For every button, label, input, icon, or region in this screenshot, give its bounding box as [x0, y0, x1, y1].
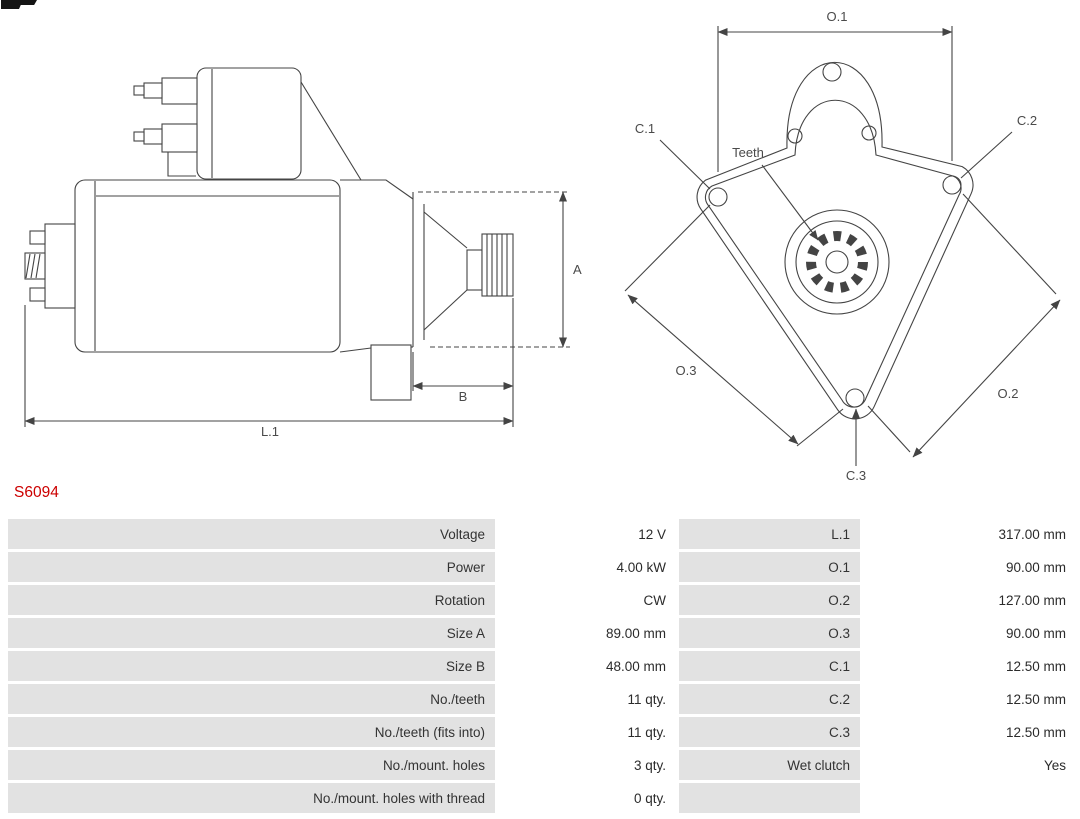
mount-hole-c2: [942, 175, 962, 195]
spec-label: No./mount. holes: [8, 750, 495, 780]
arch-right-boss: [861, 125, 877, 141]
spec-row: No./teeth 11 qty. C.2 12.50 mm: [8, 684, 1076, 714]
spec-value: 89.00 mm: [498, 618, 676, 648]
spec-value: 11 qty.: [498, 717, 676, 747]
spec-value: 11 qty.: [498, 684, 676, 714]
spec-label: Wet clutch: [679, 750, 860, 780]
spec-value: 12 V: [498, 519, 676, 549]
spec-value: 12.50 mm: [863, 684, 1076, 714]
spec-value: 127.00 mm: [863, 585, 1076, 615]
spec-value: [863, 783, 1076, 813]
spec-row: Power 4.00 kW O.1 90.00 mm: [8, 552, 1076, 582]
arch-left-boss: [787, 128, 803, 144]
flange-outline: [696, 62, 974, 420]
spec-row: No./mount. holes 3 qty. Wet clutch Yes: [8, 750, 1076, 780]
dimension-a: [418, 191, 570, 348]
spec-label: L.1: [679, 519, 860, 549]
spec-value: 12.50 mm: [863, 651, 1076, 681]
solenoid: [133, 67, 362, 181]
spec-value: 4.00 kW: [498, 552, 676, 582]
spec-label: O.1: [679, 552, 860, 582]
spec-value: 48.00 mm: [498, 651, 676, 681]
spline-teeth: [806, 231, 868, 293]
part-number: S6094: [14, 484, 59, 501]
spec-label: O.3: [679, 618, 860, 648]
spec-label: Size B: [8, 651, 495, 681]
dimension-o2: [867, 193, 1061, 458]
spec-value: Yes: [863, 750, 1076, 780]
shaft-stud: [24, 223, 76, 309]
spec-value: CW: [498, 585, 676, 615]
dim-label-o1: O.1: [827, 9, 848, 24]
c1-leader: [659, 139, 711, 190]
starter-technical-drawing: A B L.1 O.1 C.1 C.2 Teeth O.3 O.2 C.3: [24, 9, 1061, 482]
dim-label-o2: O.2: [998, 386, 1019, 401]
dim-label-b: B: [459, 389, 468, 404]
drive-housing: [339, 179, 483, 401]
spec-row: Rotation CW O.2 127.00 mm: [8, 585, 1076, 615]
spec-label: C.1: [679, 651, 860, 681]
flange-inner-line: [704, 99, 962, 408]
spec-row: No./mount. holes with thread 0 qty.: [8, 783, 1076, 813]
spec-label: No./mount. holes with thread: [8, 783, 495, 813]
dimension-l1: [24, 298, 514, 427]
dim-label-a: A: [573, 262, 582, 277]
spec-label: C.3: [679, 717, 860, 747]
c2-leader: [960, 131, 1013, 179]
spec-value: 3 qty.: [498, 750, 676, 780]
dimension-b: [412, 352, 514, 391]
motor-body: [74, 179, 341, 353]
spec-table: Voltage 12 V L.1 317.00 mm Power 4.00 kW…: [5, 516, 1079, 816]
dim-label-c1: C.1: [635, 121, 655, 136]
spec-row: No./teeth (fits into) 11 qty. C.3 12.50 …: [8, 717, 1076, 747]
pinion-gear: [481, 233, 514, 297]
arch-top-hole: [822, 62, 842, 82]
dimension-o1: [717, 26, 953, 172]
spec-label: No./teeth: [8, 684, 495, 714]
spec-label: [679, 783, 860, 813]
spec-value: 12.50 mm: [863, 717, 1076, 747]
dim-label-l1: L.1: [261, 424, 279, 439]
spec-label: Rotation: [8, 585, 495, 615]
technical-drawings: A B L.1 O.1 C.1 C.2 Teeth O.3 O.2 C.3: [24, 9, 1061, 482]
dim-label-teeth: Teeth: [732, 145, 764, 160]
front-view-drawing: [624, 26, 1061, 466]
spec-label: Power: [8, 552, 495, 582]
spec-value: 90.00 mm: [863, 552, 1076, 582]
mount-hole-c1: [708, 187, 728, 207]
dim-label-o3: O.3: [676, 363, 697, 378]
spec-label: Size A: [8, 618, 495, 648]
spec-value: 0 qty.: [498, 783, 676, 813]
logo-fragment: [1, 0, 37, 9]
dim-label-c2: C.2: [1017, 113, 1037, 128]
spec-value: 317.00 mm: [863, 519, 1076, 549]
spec-row: Size B 48.00 mm C.1 12.50 mm: [8, 651, 1076, 681]
spec-row: Size A 89.00 mm O.3 90.00 mm: [8, 618, 1076, 648]
leader-lines: [659, 131, 1013, 466]
spec-label: C.2: [679, 684, 860, 714]
spec-row: Voltage 12 V L.1 317.00 mm: [8, 519, 1076, 549]
dim-label-c3: C.3: [846, 468, 866, 482]
mount-hole-c3: [845, 388, 865, 408]
dimension-o3: [624, 204, 844, 447]
spec-label: No./teeth (fits into): [8, 717, 495, 747]
center-bore: [784, 209, 890, 315]
spec-label: O.2: [679, 585, 860, 615]
teeth-leader: [761, 164, 819, 241]
side-view-drawing: [24, 67, 570, 427]
spec-value: 90.00 mm: [863, 618, 1076, 648]
spec-label: Voltage: [8, 519, 495, 549]
